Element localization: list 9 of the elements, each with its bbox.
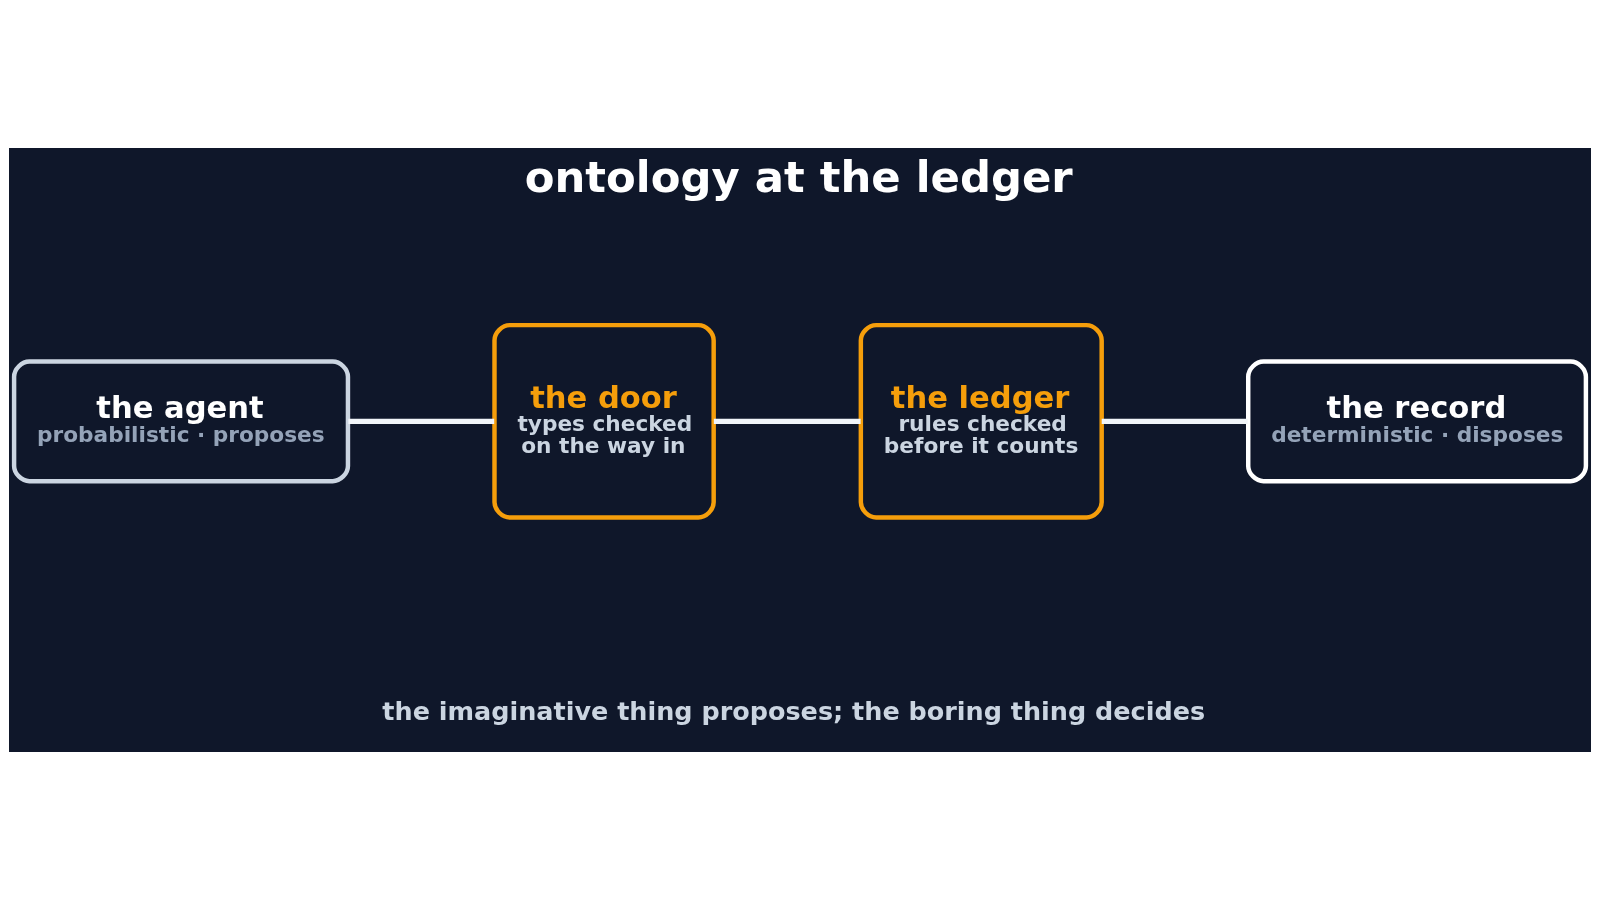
label: the imaginative thing proposes; the boring thing decides — [382, 696, 1206, 727]
node-box: the door types checked on the way in — [492, 322, 716, 520]
node-box: the record deterministic · disposes — [1246, 359, 1589, 484]
connector — [713, 418, 861, 424]
connector — [1101, 418, 1248, 424]
connector — [348, 418, 495, 424]
diagram-title: ontology at the ledger — [524, 152, 1073, 203]
node-box: the agent probabilistic · proposes — [11, 359, 351, 484]
node-box: the ledger rules checked before it counts — [858, 322, 1104, 520]
